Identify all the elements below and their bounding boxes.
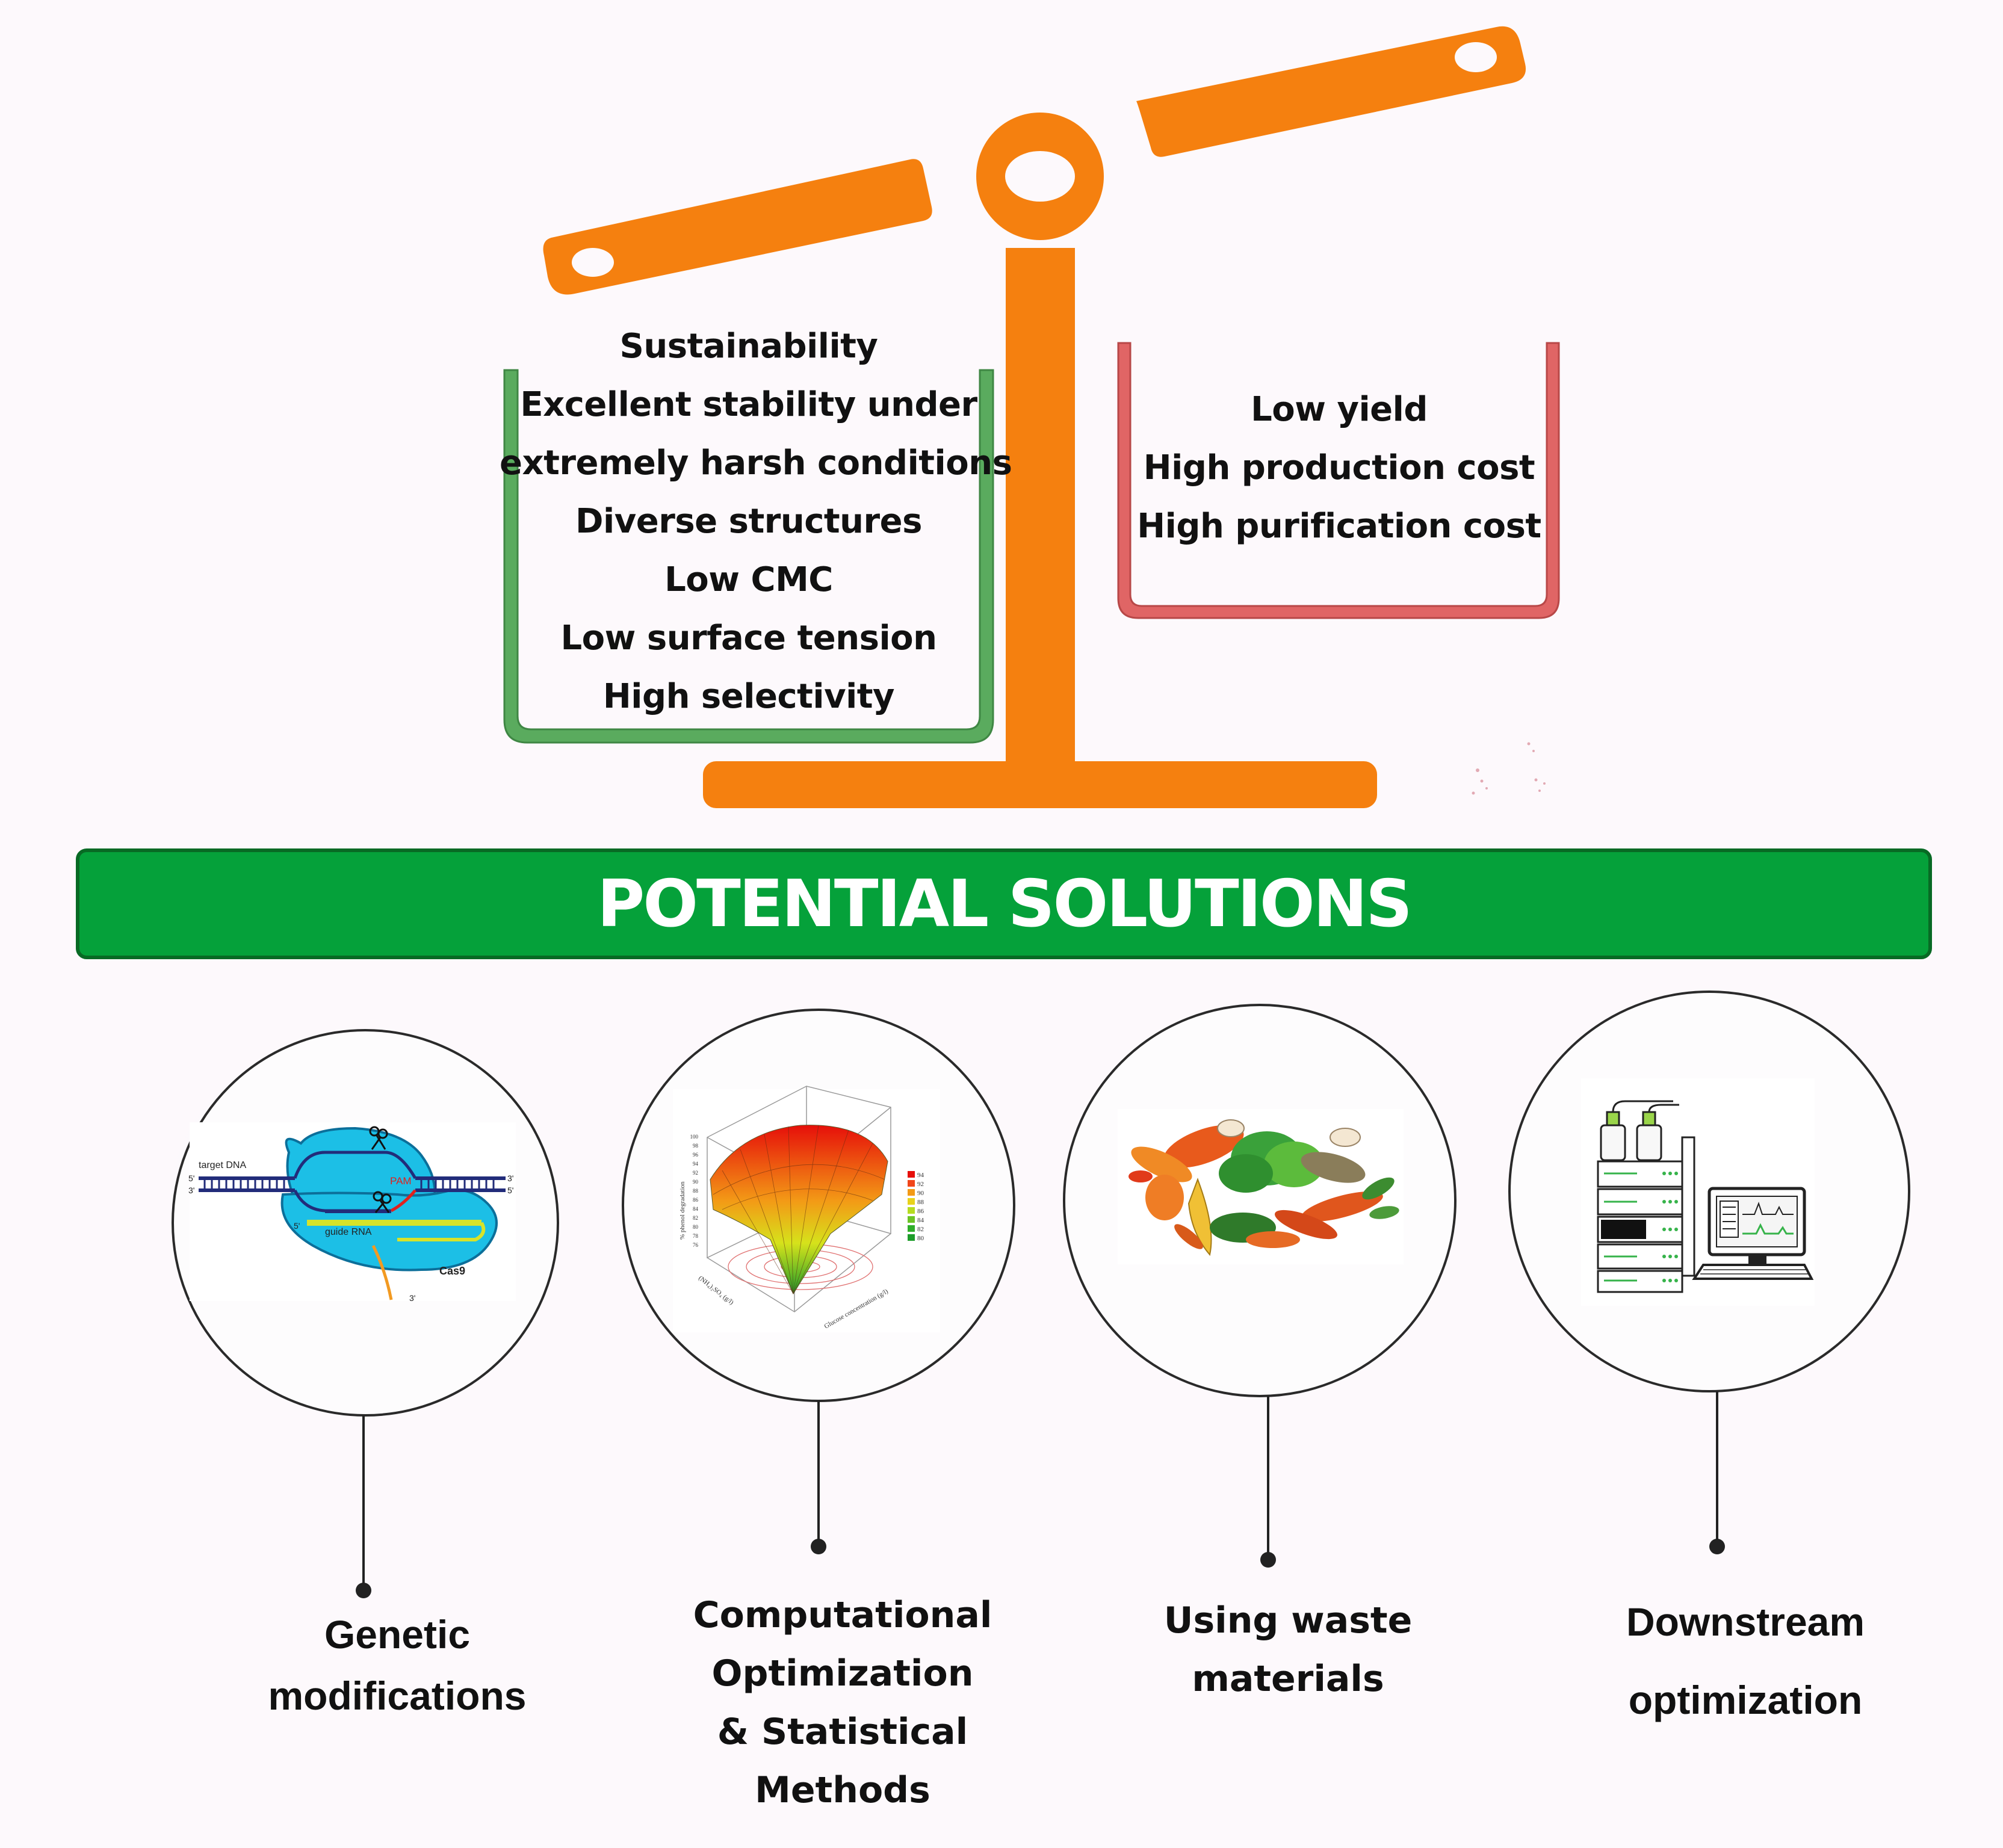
label-5prime-left: 5': [188, 1173, 194, 1183]
label-line: & Statistical: [717, 1711, 968, 1753]
label-5prime-right: 5': [507, 1185, 513, 1195]
legend-82: 82: [917, 1226, 924, 1233]
ztick: 86: [693, 1197, 699, 1203]
pros-pan: [503, 369, 994, 744]
legend-94: 94: [917, 1172, 924, 1179]
label-pam: PAM: [390, 1175, 412, 1187]
pros-item: Excellent stability under: [520, 385, 977, 424]
scale-beam-right: [1136, 26, 1526, 157]
ztick: 80: [693, 1224, 699, 1230]
label-line: Optimization: [711, 1652, 974, 1695]
response-surface-plot-icon: 94 92 90 88 86 84 82 80 100 98 96 94 92 …: [673, 1086, 940, 1332]
scale-pillar: [1006, 248, 1075, 771]
label-guide-rna: guide RNA: [325, 1227, 372, 1237]
label-3prime-rna: 3': [409, 1293, 415, 1303]
pros-item: extremely harsh conditions: [500, 443, 1012, 483]
label-3prime-right: 3': [507, 1173, 513, 1183]
balance-scale: [543, 26, 1526, 808]
connector-dots: [356, 1539, 1725, 1598]
label-target-dna: target DNA: [199, 1160, 246, 1170]
ztick: 82: [693, 1215, 698, 1221]
cons-item: High purification cost: [1137, 507, 1541, 546]
label-line: Computational: [693, 1594, 992, 1636]
legend-80: 80: [917, 1235, 924, 1242]
ztick: 94: [693, 1161, 699, 1167]
legend-88: 88: [917, 1199, 924, 1206]
label-line: optimization: [1628, 1678, 1863, 1722]
label-line: modifications: [268, 1673, 527, 1718]
label-computational-optimization: Computational Optimization & Statistical…: [662, 1586, 1023, 1820]
cons-item: High production cost: [1143, 448, 1535, 487]
ztick: 100: [690, 1134, 699, 1140]
label-3prime-left: 3': [188, 1185, 194, 1195]
banner-title: POTENTIAL SOLUTIONS: [597, 866, 1413, 942]
ztick: 90: [693, 1179, 699, 1185]
legend-90: 90: [917, 1190, 924, 1197]
z-axis-label: % phenol degradation: [679, 1181, 686, 1240]
pivot-hole: [1005, 151, 1075, 202]
beam-hole-right: [1455, 42, 1497, 72]
cons-item: Low yield: [1251, 390, 1428, 429]
pros-item: Diverse structures: [575, 502, 922, 541]
ztick: 96: [693, 1152, 699, 1158]
label-downstream-optimization: Downstream optimization: [1565, 1583, 1926, 1739]
pros-item: High selectivity: [602, 677, 895, 716]
cons-pan: [1117, 342, 1560, 619]
ztick: 84: [693, 1206, 699, 1212]
surface-legend: 94 92 90 88 86 84 82 80: [908, 1171, 924, 1242]
pros-item: Sustainability: [619, 327, 878, 366]
chromatography-system-icon: [1581, 1078, 1815, 1306]
pros-list: Sustainability Excellent stability under…: [500, 317, 1012, 726]
pros-item: Low CMC: [664, 560, 833, 599]
ztick: 78: [693, 1233, 699, 1239]
label-using-waste-materials: Using waste materials: [1119, 1592, 1457, 1708]
ztick: 76: [693, 1242, 699, 1248]
pros-item: Low surface tension: [560, 619, 937, 658]
legend-86: 86: [917, 1208, 924, 1215]
label-line: Downstream: [1626, 1599, 1865, 1644]
label-genetic-modifications: Genetic modifications: [211, 1604, 584, 1726]
legend-92: 92: [917, 1181, 924, 1188]
waste-materials-icon: [1118, 1109, 1404, 1264]
label-cas9: Cas9: [439, 1265, 465, 1277]
beam-hole-left: [572, 248, 614, 277]
label-line: Methods: [755, 1769, 930, 1811]
ztick: 88: [693, 1188, 699, 1194]
decorative-specks: [1472, 742, 1546, 795]
cons-list: Low yield High production cost High puri…: [1132, 380, 1547, 555]
potential-solutions-banner: POTENTIAL SOLUTIONS: [76, 848, 1932, 959]
label-line: Using waste: [1163, 1599, 1413, 1642]
ztick: 92: [693, 1170, 698, 1176]
label-5prime-rna: 5': [294, 1221, 300, 1231]
scale-beam-left: [543, 159, 932, 295]
crispr-cas9-diagram-icon: target DNA PAM guide RNA Cas9 5' 3' 3' 5…: [188, 1122, 516, 1303]
label-line: Genetic: [324, 1612, 471, 1657]
label-line: materials: [1192, 1658, 1384, 1700]
ztick: 98: [693, 1143, 699, 1149]
legend-84: 84: [917, 1217, 924, 1224]
scale-base: [703, 761, 1377, 808]
connectors: [362, 1391, 1718, 1589]
